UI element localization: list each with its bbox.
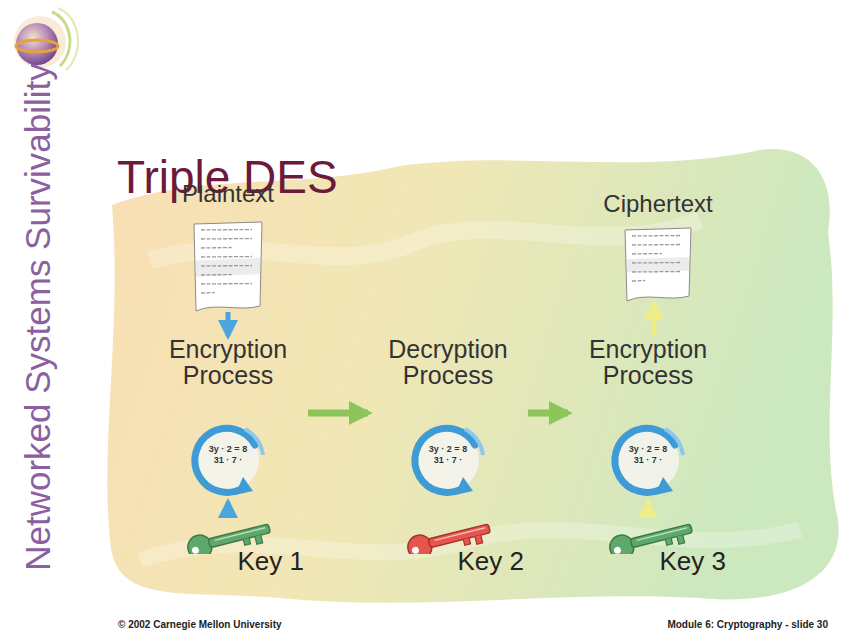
text-scribble (201, 256, 252, 258)
key-hole (411, 546, 419, 554)
key-shine (215, 528, 265, 541)
paper-shadow (196, 258, 260, 277)
key-shine (435, 528, 485, 541)
key-node: Key 2 (402, 514, 524, 576)
process-node: Decryption Process 3y · 2 = 8 31 · 7 · (368, 336, 528, 502)
document-node: Ciphertext (594, 190, 722, 304)
text-scribble (632, 253, 662, 255)
key-label: Key 3 (660, 546, 727, 576)
logo-icon (14, 8, 78, 70)
side-banner: Networked Systems Survivability (16, 17, 60, 617)
formula-text: 3y · 2 = 8 31 · 7 · (424, 444, 472, 466)
document-icon (623, 226, 693, 304)
key-shaft (208, 524, 270, 548)
flow-arrow (226, 312, 231, 336)
text-scribble (201, 229, 252, 231)
flow-arrow (652, 304, 657, 336)
paper-shadow (627, 257, 689, 273)
key-node: Key 1 (182, 514, 304, 576)
text-scribble (201, 238, 252, 240)
paper-sheet (194, 222, 262, 311)
formula-text: 3y · 2 = 8 31 · 7 · (204, 444, 252, 466)
text-scribble (201, 247, 232, 249)
flow-arrow (226, 502, 231, 514)
document-heading: Ciphertext (594, 190, 722, 218)
key-shaft (630, 524, 692, 548)
cycle-arrow-head (455, 477, 473, 495)
formula-text: 3y · 2 = 8 31 · 7 · (624, 444, 672, 466)
flow-arrow (646, 502, 651, 514)
flow-arrow (308, 410, 368, 417)
text-scribble (632, 262, 682, 264)
text-scribble (201, 283, 252, 285)
process-heading: Encryption Process (148, 336, 308, 388)
key-shaft (428, 524, 490, 548)
process-node: Encryption Process 3y · 2 = 8 31 · 7 · (148, 336, 308, 502)
flow-arrow (528, 410, 568, 417)
cycle-arrow-arc (665, 429, 683, 455)
key-label: Key 2 (458, 546, 525, 576)
key-shine (637, 528, 687, 541)
footer-copyright: © 2002 Carnegie Mellon University (118, 619, 282, 630)
process-heading: Encryption Process (568, 336, 728, 388)
key-teeth (463, 535, 482, 547)
key-node: Key 3 (604, 514, 726, 576)
paper-sheet (625, 228, 691, 301)
text-scribble (632, 271, 682, 273)
text-scribble (201, 292, 215, 294)
process-heading: Decryption Process (368, 336, 528, 388)
document-icon (192, 220, 264, 314)
text-scribble (632, 280, 645, 282)
key-teeth (243, 535, 262, 547)
text-scribble (632, 244, 682, 246)
cloud-shape (107, 149, 838, 603)
cycle-arrow-head (235, 477, 253, 495)
key-label: Key 1 (238, 546, 305, 576)
cycle-arrow-head (655, 477, 673, 495)
document-node: Plaintext (165, 180, 291, 312)
key-hole (191, 546, 199, 554)
text-scribble (201, 265, 252, 267)
document-heading: Plaintext (165, 180, 291, 208)
footer-slide-number: Module 6: Cryptography - slide 30 (667, 619, 828, 630)
text-scribble (632, 235, 682, 237)
key-teeth (665, 535, 684, 547)
cycle-arrow-arc (245, 429, 263, 455)
process-node: Encryption Process 3y · 2 = 8 31 · 7 · (568, 336, 728, 502)
text-scribble (201, 274, 232, 276)
cycle-arrow-arc (465, 429, 483, 455)
key-hole (613, 546, 621, 554)
